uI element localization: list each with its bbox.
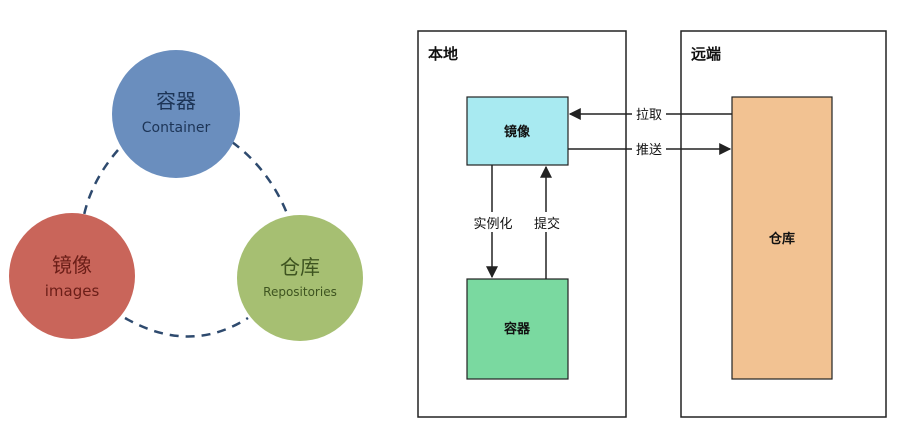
container-box-label: 容器 — [503, 321, 531, 337]
repositories-circle: 仓库 Repositories — [237, 215, 363, 341]
concept-triad: 容器 Container 镜像 images 仓库 Repositories — [9, 50, 363, 341]
image-box-label: 镜像 — [504, 124, 531, 140]
dashed-arc-images-repositories — [124, 316, 249, 338]
repositories-circle-title: 仓库 — [280, 255, 320, 279]
images-circle: 镜像 images — [9, 213, 135, 339]
workflow-diagram: 本地 远端 镜像 容器 仓库 实例化 提交 — [417, 30, 887, 418]
push-label: 推送 — [636, 143, 662, 158]
container-circle-title: 容器 — [156, 89, 196, 113]
images-circle-subtitle: images — [45, 282, 100, 300]
remote-label: 远端 — [691, 45, 721, 63]
container-box: 容器 — [466, 278, 569, 380]
commit-label: 提交 — [534, 216, 560, 232]
repository-box: 仓库 — [731, 96, 833, 380]
dashed-arc-container-repositories — [231, 140, 290, 217]
image-box: 镜像 — [466, 96, 569, 166]
container-circle: 容器 Container — [112, 50, 240, 178]
pull-label: 拉取 — [636, 108, 662, 123]
repository-box-label: 仓库 — [768, 231, 795, 247]
instantiate-label: 实例化 — [473, 217, 512, 232]
repositories-circle-subtitle: Repositories — [263, 285, 337, 299]
local-label: 本地 — [428, 45, 458, 63]
dashed-arc-container-images — [82, 149, 119, 216]
container-circle-subtitle: Container — [142, 120, 211, 136]
images-circle-title: 镜像 — [52, 253, 92, 277]
